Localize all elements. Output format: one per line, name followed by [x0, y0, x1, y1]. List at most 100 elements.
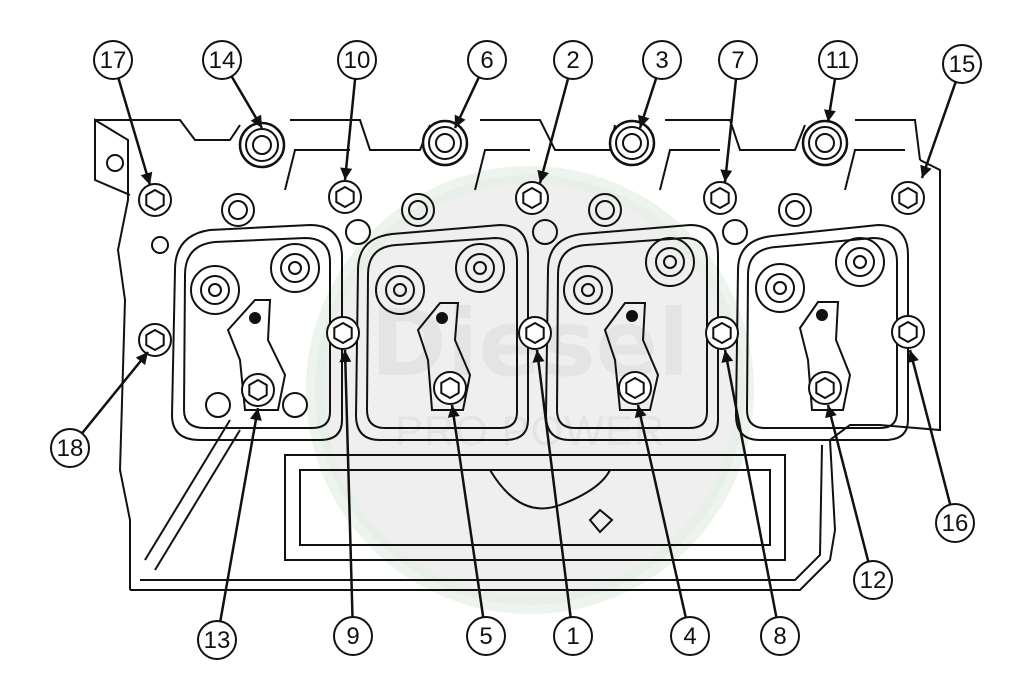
- bolt-18: [138, 323, 172, 357]
- callout-circle-6: [467, 40, 507, 80]
- bolt-10: [328, 180, 362, 214]
- callout-circle-11: [818, 40, 858, 80]
- callout-circle-10: [337, 40, 377, 80]
- callout-circle-14: [202, 40, 242, 80]
- bolt-12: [808, 371, 842, 405]
- callout-4: 4: [634, 404, 710, 656]
- leader-line-10: [343, 78, 357, 181]
- arrowhead-1: [532, 350, 545, 363]
- callout-16: 16: [907, 349, 975, 543]
- callout-circle-8: [760, 616, 800, 656]
- callout-number-4: 4: [683, 623, 696, 650]
- cylinder-section-2: [354, 223, 529, 441]
- callout-number-16: 16: [942, 510, 969, 537]
- callout-number-13: 13: [204, 627, 231, 654]
- callout-3: 3: [638, 40, 682, 129]
- callout-circle-13: [197, 620, 237, 660]
- arrowhead-18: [135, 352, 148, 366]
- callout-number-12: 12: [860, 567, 887, 594]
- callout-9: 9: [333, 349, 373, 656]
- leader-line-9: [343, 349, 354, 618]
- callout-circle-16: [935, 503, 975, 543]
- callout-5: 5: [447, 404, 506, 656]
- bolt-3: [608, 119, 656, 167]
- callout-number-9: 9: [346, 623, 359, 650]
- callout-number-3: 3: [655, 47, 668, 74]
- callout-circle-3: [642, 40, 682, 80]
- callout-11: 11: [818, 40, 858, 123]
- callout-number-5: 5: [479, 623, 492, 650]
- leader-line-13: [219, 407, 260, 622]
- callout-1: 1: [532, 349, 593, 656]
- bolt-4: [618, 371, 652, 405]
- leader-line-1: [535, 349, 572, 618]
- callout-circle-7: [718, 40, 758, 80]
- bolt-16: [891, 315, 925, 349]
- callout-17: 17: [93, 40, 153, 186]
- callout-number-2: 2: [566, 47, 579, 74]
- bolt-11: [801, 119, 849, 167]
- bolt-14: [238, 121, 286, 169]
- arrowhead-13: [250, 408, 262, 421]
- bolt-13: [241, 373, 275, 407]
- upper-bosses: [106, 154, 812, 254]
- bolt-15: [891, 181, 925, 215]
- callout-circle-9: [333, 616, 373, 656]
- leader-line-16: [908, 349, 952, 505]
- callout-number-6: 6: [480, 47, 493, 74]
- callout-number-15: 15: [949, 51, 976, 78]
- arrowhead-9: [339, 350, 352, 363]
- bolt-9: [326, 316, 360, 350]
- bolt-7: [703, 181, 737, 215]
- arrowhead-2: [537, 169, 549, 183]
- leader-line-18: [81, 351, 149, 435]
- callout-10: 10: [337, 40, 377, 181]
- callout-number-18: 18: [57, 435, 84, 462]
- leader-line-12: [826, 404, 870, 562]
- bolt-8: [705, 316, 739, 350]
- bolt-6: [421, 119, 469, 167]
- bolt-5: [433, 371, 467, 405]
- callout-circle-1: [553, 616, 593, 656]
- cylinder-section-3: [544, 223, 719, 441]
- callout-circle-2: [553, 40, 593, 80]
- callout-14: 14: [202, 40, 264, 129]
- callout-15: 15: [920, 44, 982, 179]
- arrowhead-14: [250, 114, 262, 128]
- callout-number-7: 7: [731, 47, 744, 74]
- arrowhead-15: [920, 164, 932, 178]
- bolts: [138, 119, 925, 407]
- callout-number-14: 14: [209, 47, 236, 74]
- leader-line-5: [450, 404, 485, 618]
- arrowhead-5: [447, 405, 460, 418]
- arrowhead-7: [720, 169, 733, 182]
- callout-circle-17: [93, 40, 133, 80]
- callout-12: 12: [825, 404, 893, 600]
- callout-2: 2: [537, 40, 593, 184]
- callout-number-11: 11: [826, 47, 851, 74]
- arrowhead-10: [340, 167, 353, 180]
- callout-8: 8: [721, 349, 800, 656]
- leader-line-17: [117, 77, 152, 186]
- leader-line-2: [538, 78, 570, 184]
- arrowhead-3: [638, 114, 650, 128]
- watermark-subtitle: PRO POWER: [395, 407, 665, 454]
- callout-6: 6: [453, 40, 507, 129]
- callout-circle-15: [942, 44, 982, 84]
- callout-circle-4: [670, 616, 710, 656]
- callout-number-10: 10: [344, 47, 371, 74]
- arrowhead-11: [824, 109, 836, 122]
- arrowhead-8: [721, 350, 734, 363]
- callout-number-17: 17: [100, 47, 127, 74]
- callout-13: 13: [197, 407, 262, 660]
- callout-circle-5: [466, 616, 506, 656]
- leader-line-7: [723, 78, 738, 183]
- arrowhead-4: [634, 405, 647, 418]
- callout-18: 18: [50, 351, 149, 468]
- leader-line-8: [723, 349, 778, 618]
- leader-line-4: [636, 404, 688, 618]
- bolt-17: [138, 183, 172, 217]
- leader-line-15: [920, 81, 957, 179]
